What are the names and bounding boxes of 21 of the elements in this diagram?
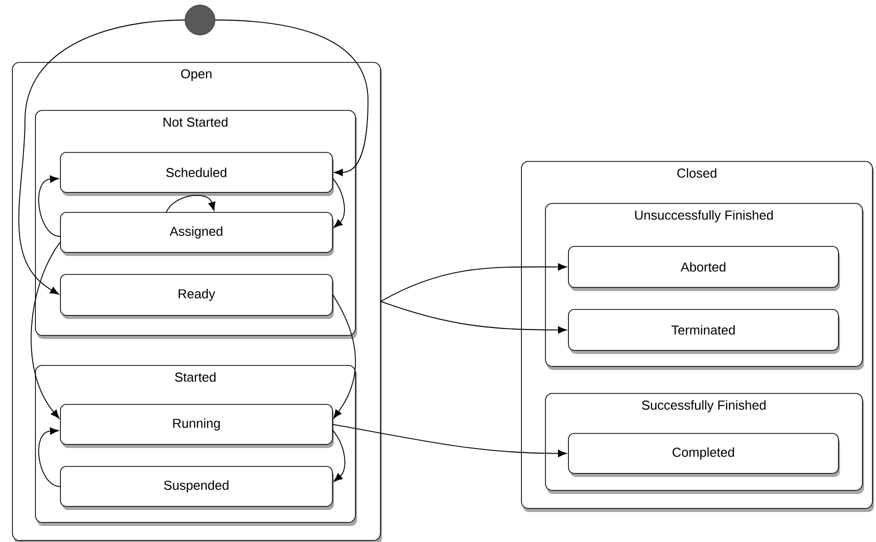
state-box: Ready <box>60 274 334 319</box>
arrow <box>380 263 567 302</box>
state-box: Completed <box>568 433 840 477</box>
state-box: Aborted <box>568 246 840 291</box>
arrow <box>332 424 567 458</box>
arrow <box>166 194 216 212</box>
state-box: Suspended <box>60 466 334 510</box>
arrow <box>214 20 368 176</box>
arrow <box>38 427 60 487</box>
arrow <box>332 294 356 418</box>
arrow <box>332 430 346 482</box>
arrow <box>30 242 60 419</box>
arrow <box>332 178 345 228</box>
arrow <box>380 300 567 334</box>
state-box: Running <box>60 404 334 448</box>
state-box: Assigned <box>60 212 334 256</box>
arrow <box>38 175 60 237</box>
initial-state-dot <box>184 4 216 36</box>
state-box: Terminated <box>568 309 840 354</box>
arrow <box>18 20 186 294</box>
state-box: Scheduled <box>60 152 334 196</box>
